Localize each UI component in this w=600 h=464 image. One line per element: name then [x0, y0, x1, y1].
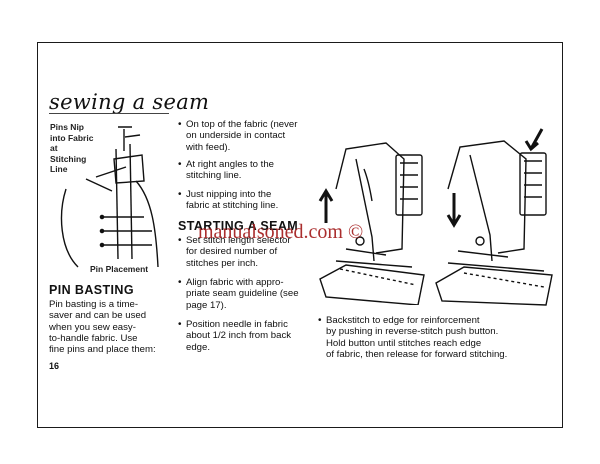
bullet-item: • Set stitch length selector for desired…	[178, 235, 291, 269]
bullet-dot: •	[178, 277, 182, 288]
bullet-dot: •	[318, 315, 322, 326]
pin-placement-label: Pin Placement	[90, 264, 149, 274]
text-line: page 17).	[186, 299, 227, 311]
text-line: At right angles to the	[186, 159, 274, 170]
text-line: by pushing in reverse-stitch push button…	[326, 326, 499, 338]
text-line: for desired number of	[186, 246, 278, 258]
text-line: Set stitch length selector	[186, 235, 291, 246]
bullet-dot: •	[178, 235, 182, 246]
text-line: on underside in contact	[186, 130, 286, 142]
pin-basting-illustration	[60, 126, 159, 268]
text-line: fine pins and place them:	[49, 344, 156, 356]
text-line: fabric at stitching line.	[186, 200, 279, 212]
pins-nip-label: Pins Nip into Fabric at Stitching Line	[50, 122, 93, 175]
starting-seam-heading: STARTING A SEAM	[178, 219, 299, 233]
page-title: sewing a seam	[49, 90, 210, 114]
label-line: into Fabric	[50, 132, 94, 143]
bullet-item: • Just nipping into the fabric at stitch…	[178, 189, 279, 212]
text-line: saver and can be used	[49, 310, 147, 322]
text-line: when you sew easy-	[49, 321, 136, 333]
text-line: On top of the fabric (never	[186, 119, 298, 130]
bullet-item: • Position needle in fabric about 1/2 in…	[178, 319, 292, 353]
text-line: priate seam guideline (see	[186, 288, 299, 300]
label-line: Line	[50, 164, 68, 174]
sewing-machine-left-illustration	[318, 142, 425, 305]
bullet-item: • Backstitch to edge for reinforcement b…	[318, 315, 508, 360]
bullet-dot: •	[178, 189, 182, 200]
text-line: of fabric, then release for forward stit…	[326, 348, 508, 360]
label-line: at	[50, 143, 58, 153]
bullet-item: • At right angles to the stitching line.	[178, 159, 274, 182]
label-line: Stitching	[50, 153, 87, 164]
text-line: edge.	[186, 341, 211, 353]
bullet-dot: •	[178, 119, 182, 130]
text-line: with feed).	[186, 141, 231, 153]
text-line: Position needle in fabric	[186, 319, 288, 330]
bullet-dot: •	[178, 159, 182, 170]
manual-page: sewing a seam Pins Nip into Fabric at St…	[37, 42, 563, 428]
bullet-item: • Align fabric with appro- priate seam g…	[178, 277, 299, 311]
pin-basting-intro: Pin basting is a time- saver and can be …	[49, 299, 169, 355]
text-line: to-handle fabric. Use	[49, 332, 138, 344]
text-line: Just nipping into the	[186, 189, 272, 200]
bullet-item: • On top of the fabric (never on undersi…	[178, 119, 298, 153]
text-line: stitching line.	[186, 170, 242, 182]
label-line: Pins Nip	[50, 122, 85, 132]
title-underline	[49, 113, 169, 114]
page-number: 16	[49, 361, 60, 371]
bullet-dot: •	[178, 319, 182, 330]
text-line: stitches per inch.	[186, 257, 258, 269]
text-line: about 1/2 inch from back	[186, 330, 292, 342]
text-line: Pin basting is a time-	[49, 299, 139, 310]
text-line: Hold button until stitches reach edge	[326, 337, 482, 349]
text-line: Align fabric with appro-	[186, 277, 284, 288]
pin-basting-heading: PIN BASTING	[49, 283, 134, 297]
sewing-machine-right-illustration	[435, 128, 553, 306]
watermark: manualsoned.com ©	[198, 221, 364, 243]
text-line: Backstitch to edge for reinforcement	[326, 315, 480, 326]
